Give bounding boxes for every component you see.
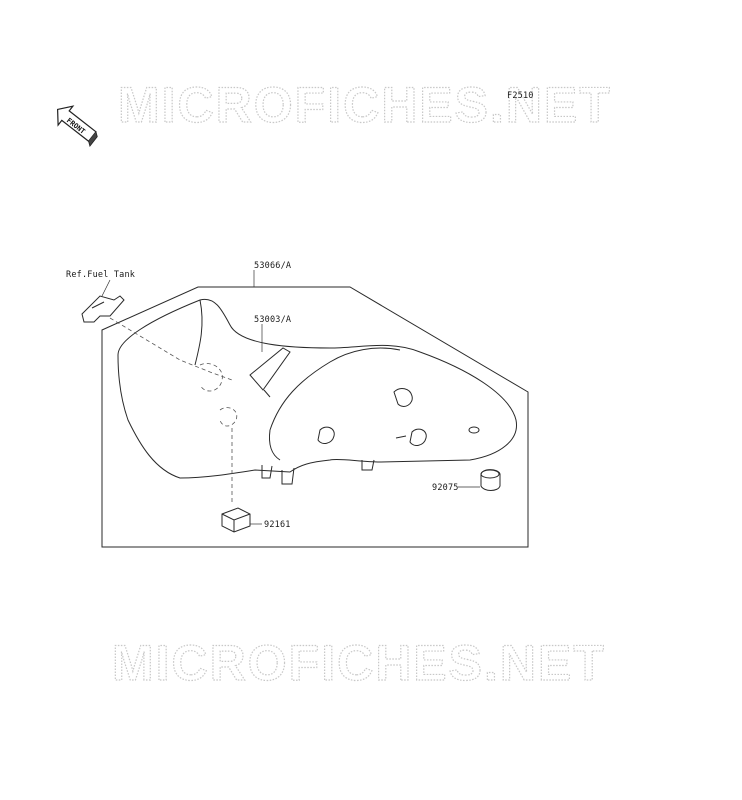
front-arrow-icon: FRONT bbox=[56, 105, 98, 147]
figure-code: F2510 bbox=[507, 91, 534, 101]
assembly-frame bbox=[101, 286, 529, 548]
callout-53066a: 53066/A bbox=[254, 261, 291, 271]
fuel-tank-bracket bbox=[81, 295, 125, 323]
watermark-bottom: MICROFICHES.NET bbox=[112, 635, 606, 691]
damper-92075 bbox=[480, 469, 501, 491]
watermark-top: MICROFICHES.NET bbox=[118, 77, 612, 133]
callout-92075: 92075 bbox=[432, 483, 459, 493]
hidden-bracket-outline bbox=[109, 317, 238, 427]
callout-ref-fuel-tank: Ref.Fuel Tank bbox=[66, 270, 135, 280]
callout-53003a: 53003/A bbox=[254, 315, 291, 325]
callout-92161: 92161 bbox=[264, 520, 291, 530]
rubber-block-92161 bbox=[221, 507, 251, 533]
seat-assembly bbox=[117, 298, 517, 485]
